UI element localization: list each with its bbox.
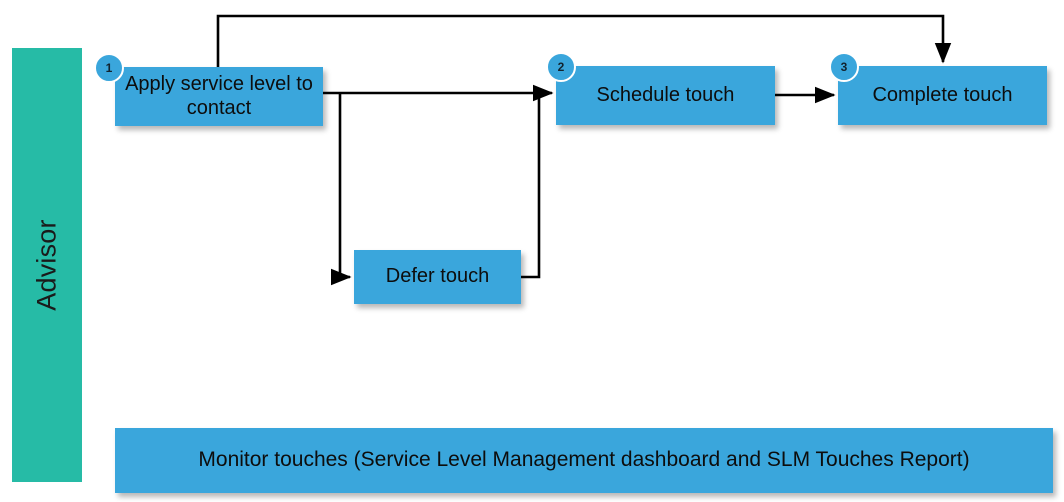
node-complete-touch[interactable]: Complete touch — [838, 66, 1047, 125]
step-badge-3: 3 — [829, 52, 859, 82]
swimlane-label: Advisor — [31, 219, 62, 311]
step-badge-2: 2 — [546, 52, 576, 82]
node-schedule-touch[interactable]: Schedule touch — [556, 66, 775, 125]
connector-apply-to-defer — [330, 94, 352, 286]
connector-defer-to-schedule — [521, 94, 541, 279]
step-badge-1: 1 — [94, 53, 124, 83]
swimlane-advisor: Advisor — [12, 48, 82, 482]
node-apply-service-level[interactable]: Apply service level to contact — [115, 67, 323, 126]
node-monitor-touches[interactable]: Monitor touches (Service Level Managemen… — [115, 428, 1053, 493]
node-defer-touch[interactable]: Defer touch — [354, 250, 521, 304]
